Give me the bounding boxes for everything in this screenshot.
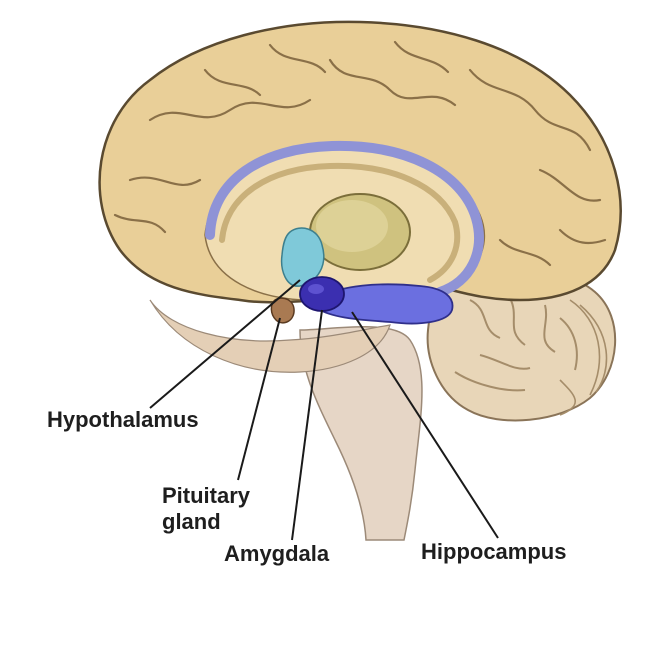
brainstem	[299, 326, 423, 541]
limbic-ring	[205, 140, 484, 297]
thalamus-highlight	[316, 200, 388, 252]
cortex-folds	[113, 40, 607, 267]
pituitary-leader-line	[237, 317, 281, 481]
pituitary-gland-shape	[270, 297, 295, 324]
amygdala-leader-line	[291, 309, 323, 541]
label-hippocampus: Hippocampus	[421, 539, 567, 564]
label-amygdala: Amygdala	[224, 541, 330, 566]
amygdala-highlight	[308, 284, 324, 294]
hypothalamus-leader-line	[149, 279, 301, 409]
label-hypothalamus: Hypothalamus	[47, 407, 199, 432]
hypothalamus-region	[280, 227, 325, 287]
temporal-lobe	[149, 299, 391, 373]
corpus-callosum	[219, 162, 461, 283]
hippocampus-leader-line	[351, 311, 499, 539]
label-pituitary-gland: Pituitary gland	[162, 483, 251, 534]
amygdala-shape	[299, 276, 345, 312]
